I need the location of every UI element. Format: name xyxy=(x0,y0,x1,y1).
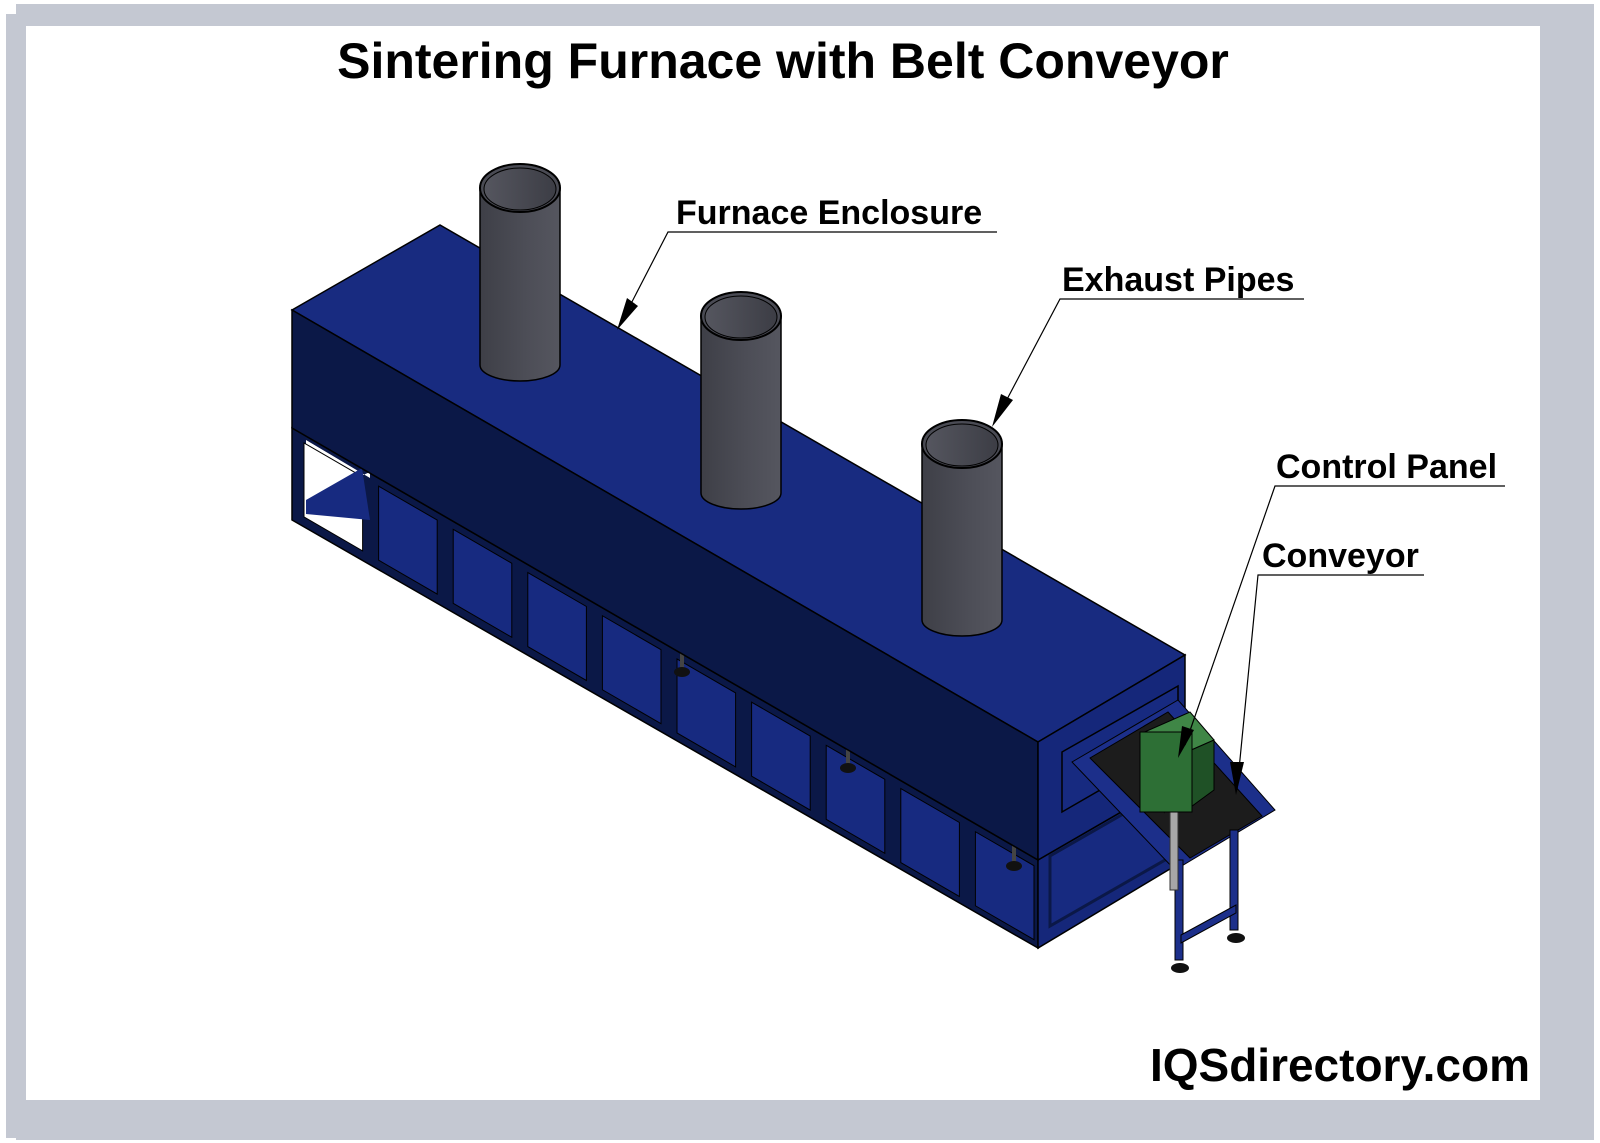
exhaust-pipe-opening xyxy=(483,167,557,211)
conveyor-foot xyxy=(1171,963,1189,973)
frame-bay-panel xyxy=(527,571,587,682)
arrowhead-exhaust-pipes xyxy=(992,394,1013,427)
exhaust-pipe-opening xyxy=(704,295,778,339)
leveling-foot-stem xyxy=(680,650,684,672)
leveling-foot xyxy=(1006,861,1022,871)
arrowhead-furnace-enclosure xyxy=(617,298,638,330)
leader-exhaust-pipes xyxy=(994,298,1304,423)
conveyor-crossbar xyxy=(1180,904,1237,944)
label-conveyor: Conveyor xyxy=(1262,537,1419,575)
conveyor-leg xyxy=(1229,829,1239,931)
leader-furnace-enclosure xyxy=(619,231,997,326)
frame-bay-panel xyxy=(751,701,811,811)
label-control-panel: Control Panel xyxy=(1276,448,1498,486)
conveyor-foot xyxy=(1227,933,1245,943)
leader-control-panel xyxy=(1184,485,1505,746)
diagram-title: Sintering Furnace with Belt Conveyor xyxy=(337,33,1229,89)
frame-bay-floor xyxy=(306,468,370,520)
exhaust-pipe xyxy=(921,443,1003,637)
frame-bay-panel xyxy=(825,744,886,855)
arrowhead-control-panel xyxy=(1178,726,1194,758)
leveling-foot-stem xyxy=(1012,844,1016,866)
label-furnace-enclosure: Furnace Enclosure xyxy=(676,194,983,232)
conveyor-leg xyxy=(1174,859,1184,961)
leveling-foot xyxy=(840,763,856,773)
leveling-foot xyxy=(674,667,690,677)
control-panel-pole xyxy=(1169,809,1179,891)
leader-conveyor xyxy=(1236,574,1424,791)
exhaust-pipe xyxy=(700,315,782,510)
arrowhead-conveyor xyxy=(1230,762,1244,795)
frame-bay-panel xyxy=(601,614,662,725)
brand-watermark: IQSdirectory.com xyxy=(1149,1039,1530,1091)
exhaust-pipe-opening xyxy=(925,423,999,467)
leveling-foot-stem xyxy=(846,746,850,768)
exhaust-pipe xyxy=(479,187,561,382)
leader-lines xyxy=(619,231,1505,791)
frame-bay-panel xyxy=(676,658,737,768)
leader-arrowheads xyxy=(617,298,1244,795)
frame-bay-panel xyxy=(900,787,960,898)
frame-bay-panel xyxy=(378,485,438,595)
frame-bay-panel xyxy=(452,528,513,639)
label-exhaust-pipes: Exhaust Pipes xyxy=(1062,261,1295,299)
